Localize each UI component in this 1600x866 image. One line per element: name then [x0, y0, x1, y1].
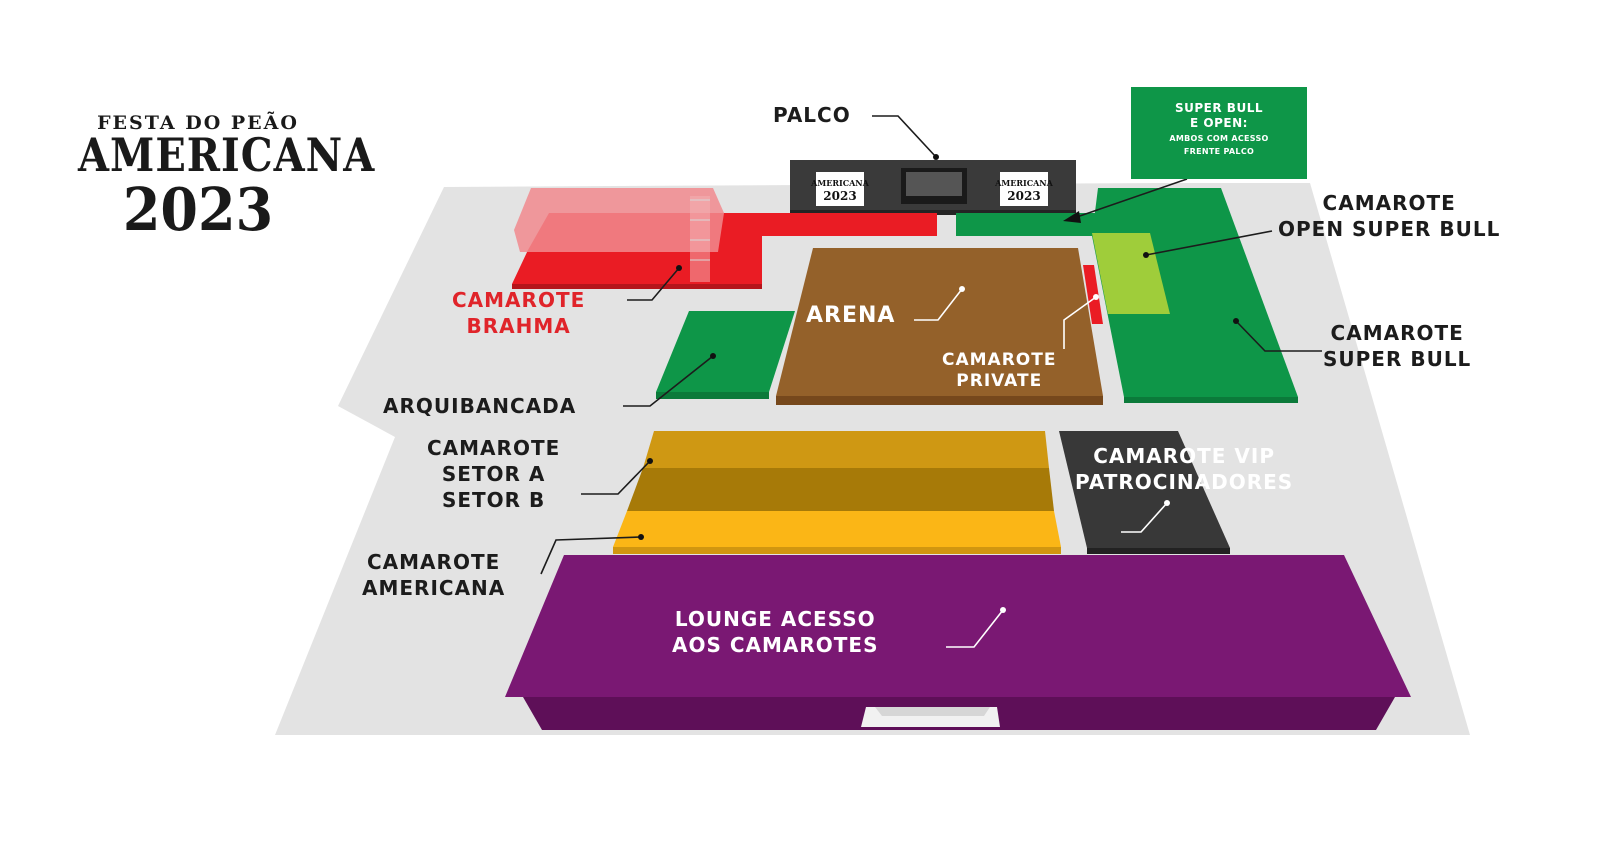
label-camarote-vip: CAMAROTE VIP PATROCINADORES — [1075, 444, 1294, 494]
label-camarote-open-super-bull: CAMAROTE OPEN SUPER BULL — [1278, 191, 1501, 241]
label-camarote-private: CAMAROTE PRIVATE — [942, 350, 1057, 391]
super-bull-info-title-2: E OPEN: — [1190, 116, 1248, 130]
svg-text:AMERICANA: AMERICANA — [810, 178, 869, 188]
camarote-vip-area — [1059, 431, 1230, 554]
logo-line-1: FESTA DO PEÃO — [97, 112, 299, 134]
festa-logo: FESTA DO PEÃO AMERICANA 2023 — [78, 112, 376, 245]
logo-line-3: 2023 — [122, 173, 274, 245]
label-arquibancada: ARQUIBANCADA — [383, 394, 577, 418]
camarote-setor-area — [613, 431, 1061, 554]
leader-lines — [540, 115, 1322, 575]
label-camarote-super-bull: CAMAROTE SUPER BULL — [1323, 321, 1472, 371]
arquibancada-area — [656, 311, 795, 399]
label-camarote-brahma: CAMAROTE BRAHMA — [452, 288, 586, 338]
label-camarote-americana: CAMAROTE AMERICANA — [362, 550, 506, 600]
label-arena: ARENA — [806, 303, 896, 328]
camarote-brahma-area — [512, 188, 937, 289]
lounge-area — [505, 555, 1411, 730]
super-bull-info-note-2: FRENTE PALCO — [1183, 147, 1255, 156]
label-palco: PALCO — [773, 103, 851, 127]
super-bull-info-title-1: SUPER BULL — [1175, 101, 1263, 115]
svg-text:AMERICANA: AMERICANA — [994, 178, 1053, 188]
super-bull-info-box: SUPER BULL E OPEN: AMBOS COM ACESSO FREN… — [1131, 87, 1307, 179]
super-bull-info-note-1: AMBOS COM ACESSO — [1169, 134, 1269, 143]
logo-line-2: AMERICANA — [78, 128, 376, 183]
svg-text:2023: 2023 — [1007, 189, 1040, 203]
camarote-private-area — [1083, 265, 1103, 324]
camarote-americana-area — [613, 511, 1061, 547]
label-camarote-setores: CAMAROTE SETOR A SETOR B — [427, 436, 561, 512]
frente-palco-arrow-icon — [1063, 211, 1081, 223]
svg-text:2023: 2023 — [823, 189, 856, 203]
label-lounge: LOUNGE ACESSO AOS CAMAROTES — [672, 607, 879, 657]
stage: AMERICANA 2023 AMERICANA 2023 — [790, 160, 1076, 215]
arena-area — [776, 248, 1103, 405]
camarote-open-super-bull-area — [1092, 233, 1170, 314]
frente-palco-area — [956, 213, 1096, 236]
camarote-super-bull-area — [1092, 188, 1298, 403]
